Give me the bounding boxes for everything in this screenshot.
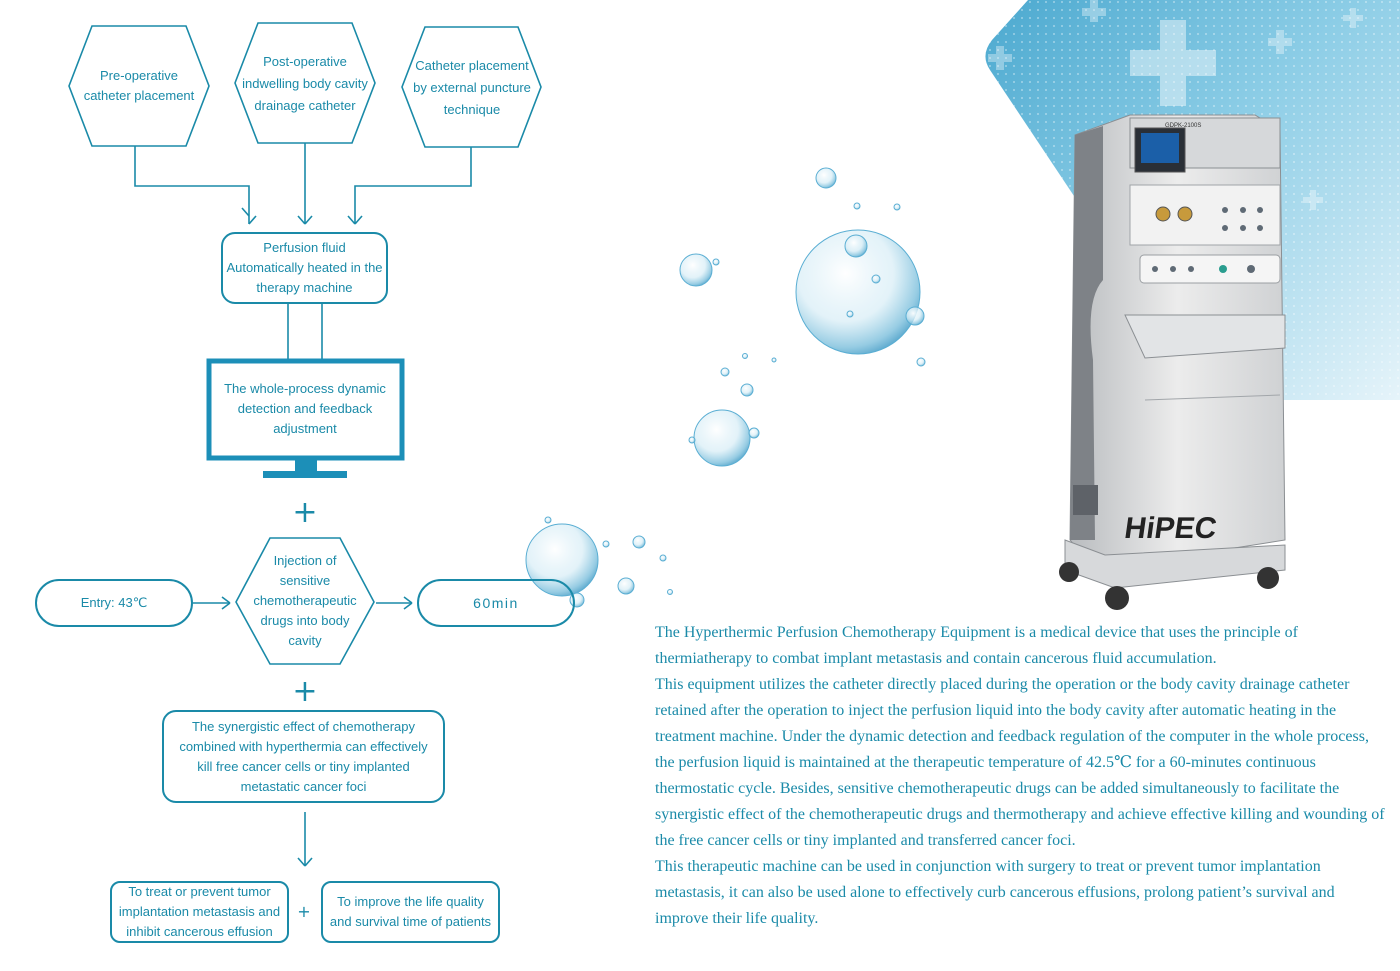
improve-label: To improve the life quality and survival… [329,894,492,929]
monitor-label: The whole-process dynamic detection and … [224,381,386,436]
synergy-box [162,710,445,803]
cross-icon [1130,20,1216,106]
improve-box [321,881,500,943]
hex-external-label: Catheter placement by external puncture … [413,58,531,117]
hex-outline-external [401,26,542,148]
model-label: GDPK-2100S [1165,123,1201,129]
entry-label: Entry: 43℃ [80,595,148,610]
injection-label: Injection of sensitive chemotherapeutic … [253,553,357,648]
hex-outline-post-op [234,22,376,144]
hex-outline-pre-op [68,25,210,147]
synergy-label: The synergistic effect of chemotherapy c… [179,718,428,794]
flowchart-connectors [68,22,542,867]
plus-sign-3: + [297,902,311,921]
duration-label: 60min [473,595,519,611]
perfusion-label: Perfusion fluid Automatically heated in … [226,240,383,295]
description-paragraph-2: This equipment utilizes the catheter dir… [655,676,1385,849]
brand-label: HiPEC [1122,512,1218,545]
monitor-icon [206,358,405,478]
plus-sign-2: + [292,674,318,709]
description-paragraph-3: This therapeutic machine can be used in … [655,858,1335,927]
hex-pre-op-label: Pre-operative catheter placement [83,68,195,103]
hex-outline-injection [235,537,375,665]
duration-pill [417,579,575,627]
entry-pill [35,579,193,627]
hipec-machine-illustration: HiPEC GDPK-2100S [1059,114,1286,610]
treat-box [110,881,289,943]
perfusion-box [221,232,388,304]
hex-post-op-label: Post-operative indwelling body cavity dr… [242,54,368,113]
plus-sign-1: + [292,495,318,530]
treat-label: To treat or prevent tumor implantation m… [118,884,281,939]
bubbles-decoration [525,167,926,608]
description-text: The Hyperthermic Perfusion Chemotherapy … [655,620,1385,932]
description-paragraph-1: The Hyperthermic Perfusion Chemotherapy … [655,624,1298,667]
